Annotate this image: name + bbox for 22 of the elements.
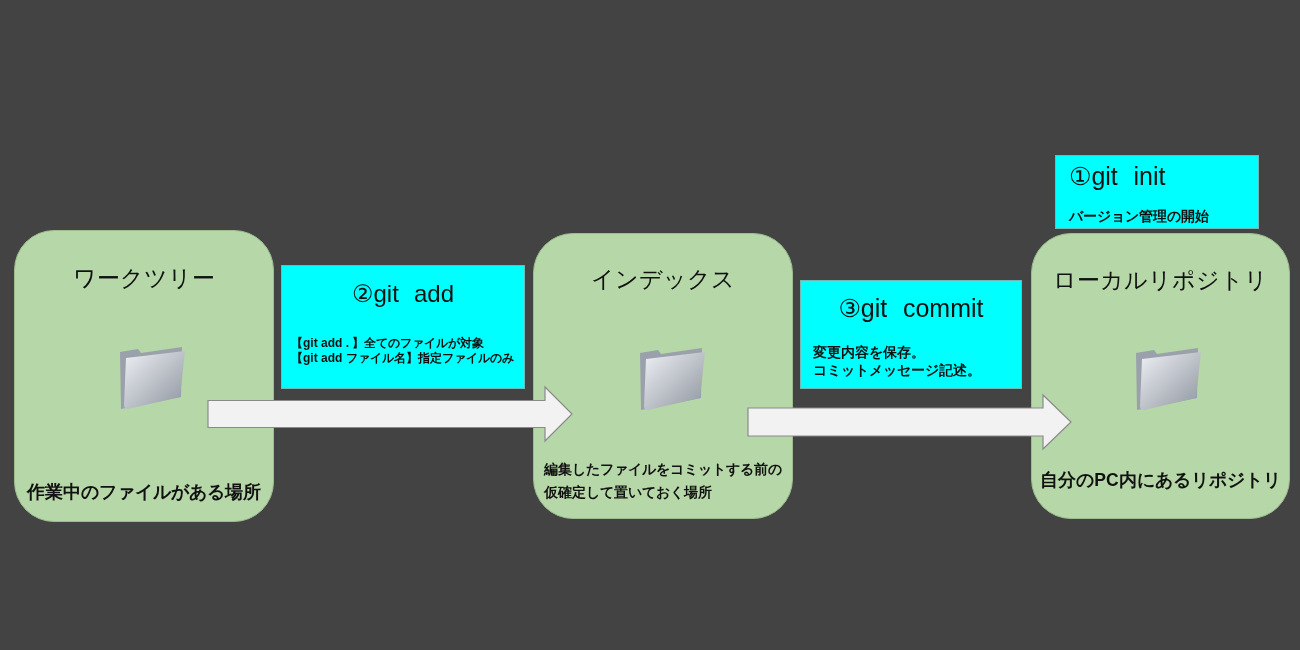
stage-title: ワークツリー — [72, 264, 216, 293]
command-box — [1055, 155, 1259, 229]
command-box — [800, 280, 1022, 389]
command-name: ①git init — [1069, 161, 1166, 192]
command-note: バージョン管理の開始 — [1069, 207, 1209, 225]
stage-title: ローカルリポジトリ — [1052, 266, 1269, 295]
stage-description: 作業中のファイルがある場所 — [25, 481, 262, 504]
stage-description: 編集したファイルをコミットする前の仮確定して置いておく場所 — [544, 461, 783, 502]
command-note: コミットメッセージ記述。 — [813, 362, 981, 380]
stage-title: インデックス — [590, 265, 736, 294]
stage-description: 自分のPC内にあるリポジトリ — [1039, 469, 1282, 492]
stage-panel — [533, 233, 793, 519]
command-name: ②git add — [351, 279, 455, 309]
command-note: 【git add ファイル名】指定ファイルのみ — [291, 351, 514, 366]
block-arrow — [207, 385, 573, 443]
command-note: 変更内容を保存。 — [813, 344, 925, 362]
block-arrow — [747, 393, 1072, 451]
stage-panel — [1031, 233, 1290, 519]
command-box — [281, 265, 525, 389]
command-note: 【git add . 】全てのファイルが対象 — [291, 336, 485, 351]
stage-panel — [14, 230, 274, 522]
command-name: ③git commit — [837, 293, 985, 324]
